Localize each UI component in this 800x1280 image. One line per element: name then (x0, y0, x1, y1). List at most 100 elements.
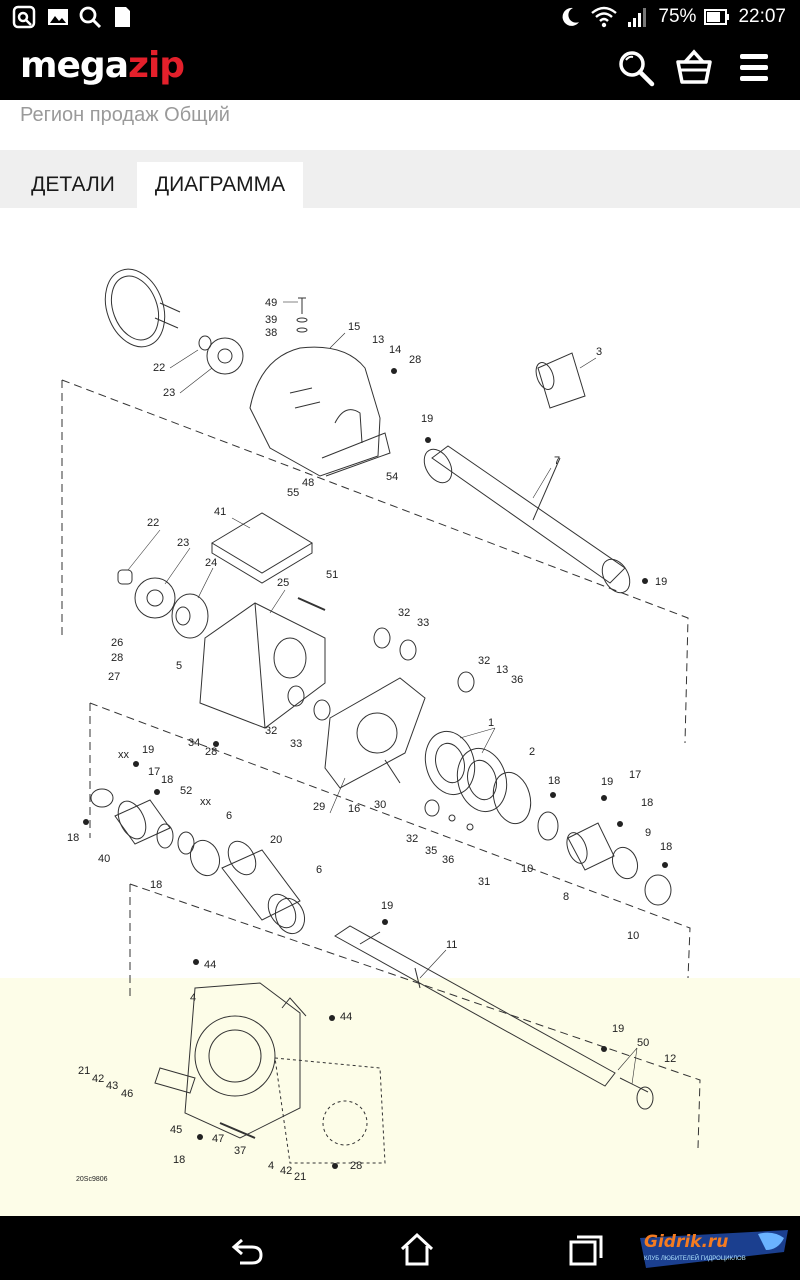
part-label: 47 (212, 1133, 224, 1145)
sd-card-icon (115, 7, 130, 27)
part-label: 22 (147, 517, 159, 529)
part-label: 36 (442, 854, 454, 866)
part-label: 19 (421, 413, 433, 425)
part-label: 28 (205, 746, 217, 758)
part-label: 16 (348, 803, 360, 815)
watermark-text: Gidrik.ru (644, 1232, 729, 1252)
part-label: 19 (655, 576, 667, 588)
menu-icon[interactable] (733, 46, 777, 90)
part-label: 19 (381, 900, 393, 912)
part-label: 21 (294, 1171, 306, 1183)
part-label: 26 (111, 637, 123, 649)
image-icon (48, 9, 68, 25)
part-label: 12 (664, 1053, 676, 1065)
part-label: 22 (153, 362, 165, 374)
part-label: 41 (214, 506, 226, 518)
battery-icon (704, 9, 730, 25)
part-label: 31 (478, 876, 490, 888)
tab-details[interactable]: ДЕТАЛИ (31, 173, 115, 196)
part-label: 9 (645, 827, 651, 839)
part-label: 44 (340, 1011, 352, 1023)
logo-part-2: zip (128, 45, 185, 86)
part-label: 36 (511, 674, 523, 686)
part-label: 6 (226, 810, 232, 822)
part-label: 18 (173, 1154, 185, 1166)
part-label: 39 (265, 314, 277, 326)
part-label: 10 (521, 863, 533, 875)
wifi-icon (591, 6, 618, 28)
part-label: 37 (234, 1145, 246, 1157)
part-label: 34 (188, 737, 200, 749)
drawing-code: 20Sc9806 (76, 1176, 108, 1183)
home-icon[interactable] (397, 1230, 437, 1270)
part-label: 55 (287, 487, 299, 499)
part-label: 40 (98, 853, 110, 865)
status-right: 75% 22:07 (558, 0, 786, 34)
part-label: 4 (268, 1160, 274, 1172)
part-label: 2 (529, 746, 535, 758)
part-label: 32 (406, 833, 418, 845)
basket-icon[interactable] (672, 46, 716, 90)
part-label: 20 (270, 834, 282, 846)
part-label: 29 (313, 801, 325, 813)
part-label: 8 (563, 891, 569, 903)
part-label: 49 (265, 297, 277, 309)
diagram-hardware (83, 368, 668, 1169)
leader-lines (127, 301, 638, 1085)
part-label: 25 (277, 577, 289, 589)
part-label: 23 (177, 537, 189, 549)
sales-region: Регион продаж Общий (20, 104, 230, 126)
part-label: xx (200, 796, 212, 808)
part-label: 3 (596, 346, 602, 358)
part-label: 28 (409, 354, 421, 366)
part-label: 19 (601, 776, 613, 788)
exploded-view-drawing: 49 39 38 15 13 14 28 3 22 23 19 7 54 48 … (0, 268, 800, 1216)
gidrik-logo (640, 1230, 788, 1268)
status-bar: 75% 22:07 (0, 0, 800, 34)
part-label: 32 (398, 607, 410, 619)
part-label: 48 (302, 477, 314, 489)
part-label: 23 (163, 387, 175, 399)
part-label: 43 (106, 1080, 118, 1092)
part-label: 13 (372, 334, 384, 346)
diagram-linework (61, 268, 701, 1164)
part-label: 6 (316, 864, 322, 876)
part-label: 52 (180, 785, 192, 797)
part-label: 38 (265, 327, 277, 339)
search-icon (79, 6, 102, 29)
part-label: 46 (121, 1088, 133, 1100)
part-label: 18 (150, 879, 162, 891)
recents-icon[interactable] (566, 1230, 606, 1270)
part-label: 17 (629, 769, 641, 781)
gallery-upload-icon (12, 5, 36, 29)
back-icon[interactable] (228, 1230, 268, 1270)
tab-diagram[interactable]: ДИАГРАММА (137, 162, 303, 208)
signal-icon (628, 8, 647, 27)
part-label: 32 (478, 655, 490, 667)
part-label: 14 (389, 344, 401, 356)
part-label: 27 (108, 671, 120, 683)
part-label: 30 (374, 799, 386, 811)
part-label: 33 (290, 738, 302, 750)
part-label: 54 (386, 471, 398, 483)
part-label: 18 (641, 797, 653, 809)
part-label: 18 (67, 832, 79, 844)
part-label: 1 (488, 717, 494, 729)
part-label: 19 (142, 744, 154, 756)
megazip-logo[interactable]: megazip (20, 45, 185, 86)
parts-diagram[interactable]: 49 39 38 15 13 14 28 3 22 23 19 7 54 48 … (0, 208, 800, 1216)
part-label: 19 (612, 1023, 624, 1035)
search-icon[interactable] (614, 46, 658, 90)
part-label: 4 (190, 992, 196, 1004)
part-label: 13 (496, 664, 508, 676)
app-header: megazip (0, 34, 800, 100)
part-label: 15 (348, 321, 360, 333)
part-label: 51 (326, 569, 338, 581)
watermark-subtitle: КЛУБ ЛЮБИТЕЛЕЙ ГИДРОЦИКЛОВ (644, 1256, 746, 1262)
part-label: 7 (554, 455, 560, 467)
diagram-lower-section (0, 978, 800, 1216)
part-label: 35 (425, 845, 437, 857)
logo-part-1: mega (20, 45, 129, 86)
part-label: 32 (265, 725, 277, 737)
part-label: 18 (548, 775, 560, 787)
